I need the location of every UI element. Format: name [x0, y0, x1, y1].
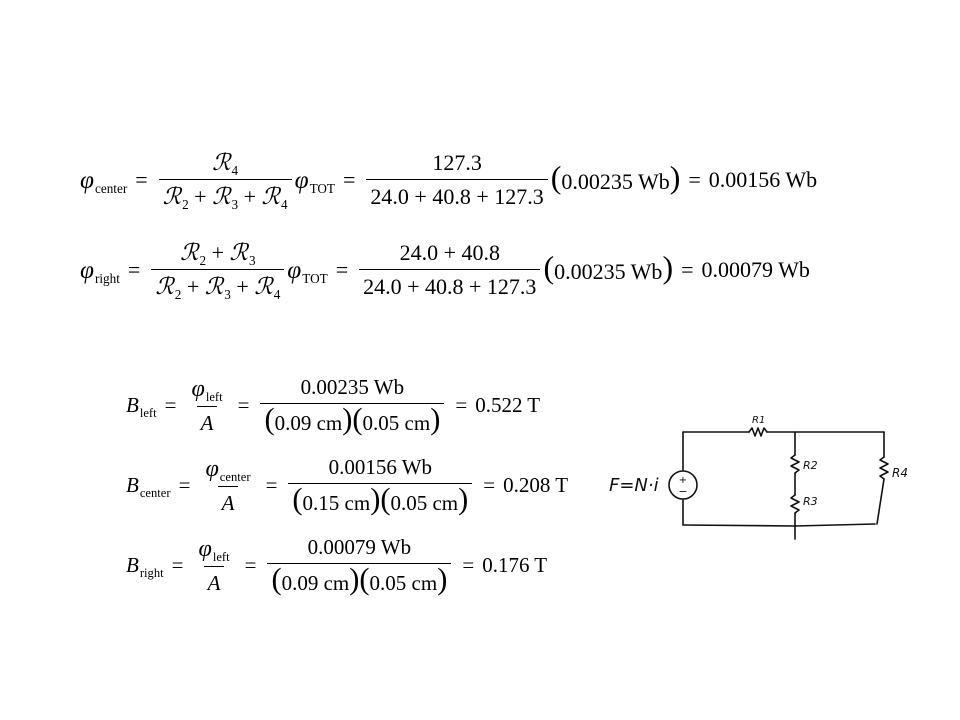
label-r4: R4: [892, 466, 908, 480]
equation-b-left: Bleft = φleft A = 0.00235 Wb (0.09 cm)(0…: [126, 375, 541, 436]
mmf-source-icon: + −: [668, 470, 698, 500]
reluctance-fraction: ℛ2 + ℛ3 ℛ2 + ℛ3 + ℛ4: [151, 240, 285, 302]
label-r3: R3: [803, 495, 818, 508]
phi-symbol: φcenter: [80, 165, 128, 196]
value-fraction: 24.0 + 40.8 24.0 + 40.8 + 127.3: [359, 240, 541, 300]
reluctance-fraction: ℛ4 ℛ2 + ℛ3 + ℛ4: [158, 150, 292, 212]
resistor-r4-symbol: [879, 456, 889, 480]
equation-b-right: Bright = φleft A = 0.00079 Wb (0.09 cm)(…: [126, 535, 548, 596]
magnetic-circuit-diagram: + − F=N·i R1 R2 R3 R4: [609, 415, 908, 540]
result-value: 0.208 T: [503, 473, 569, 497]
resistor-r2-symbol: [790, 454, 800, 474]
source-label: F=N·i: [609, 475, 659, 496]
equation-phi-center: φcenter = ℛ4 ℛ2 + ℛ3 + ℛ4 φTOT = 127.3 2…: [80, 150, 818, 212]
svg-text:−: −: [678, 485, 687, 498]
result-value: 0.176 T: [482, 553, 548, 577]
value-fraction: 127.3 24.0 + 40.8 + 127.3: [366, 150, 548, 210]
result-value: 0.522 T: [475, 393, 541, 417]
phi-symbol: φright: [80, 255, 120, 286]
label-r2: R2: [803, 459, 818, 472]
result-value: 0.00156 Wb: [708, 167, 818, 192]
svg-text:+: +: [679, 475, 687, 486]
result-value: 0.00079 Wb: [701, 257, 810, 282]
equation-phi-right: φright = ℛ2 + ℛ3 ℛ2 + ℛ3 + ℛ4 φTOT = 24.…: [80, 240, 810, 302]
label-r1: R1: [752, 415, 765, 426]
equation-b-center: Bcenter = φcenter A = 0.00156 Wb (0.15 c…: [126, 455, 569, 516]
resistor-r1-symbol: [748, 427, 768, 437]
resistor-r3-symbol: [790, 494, 800, 514]
